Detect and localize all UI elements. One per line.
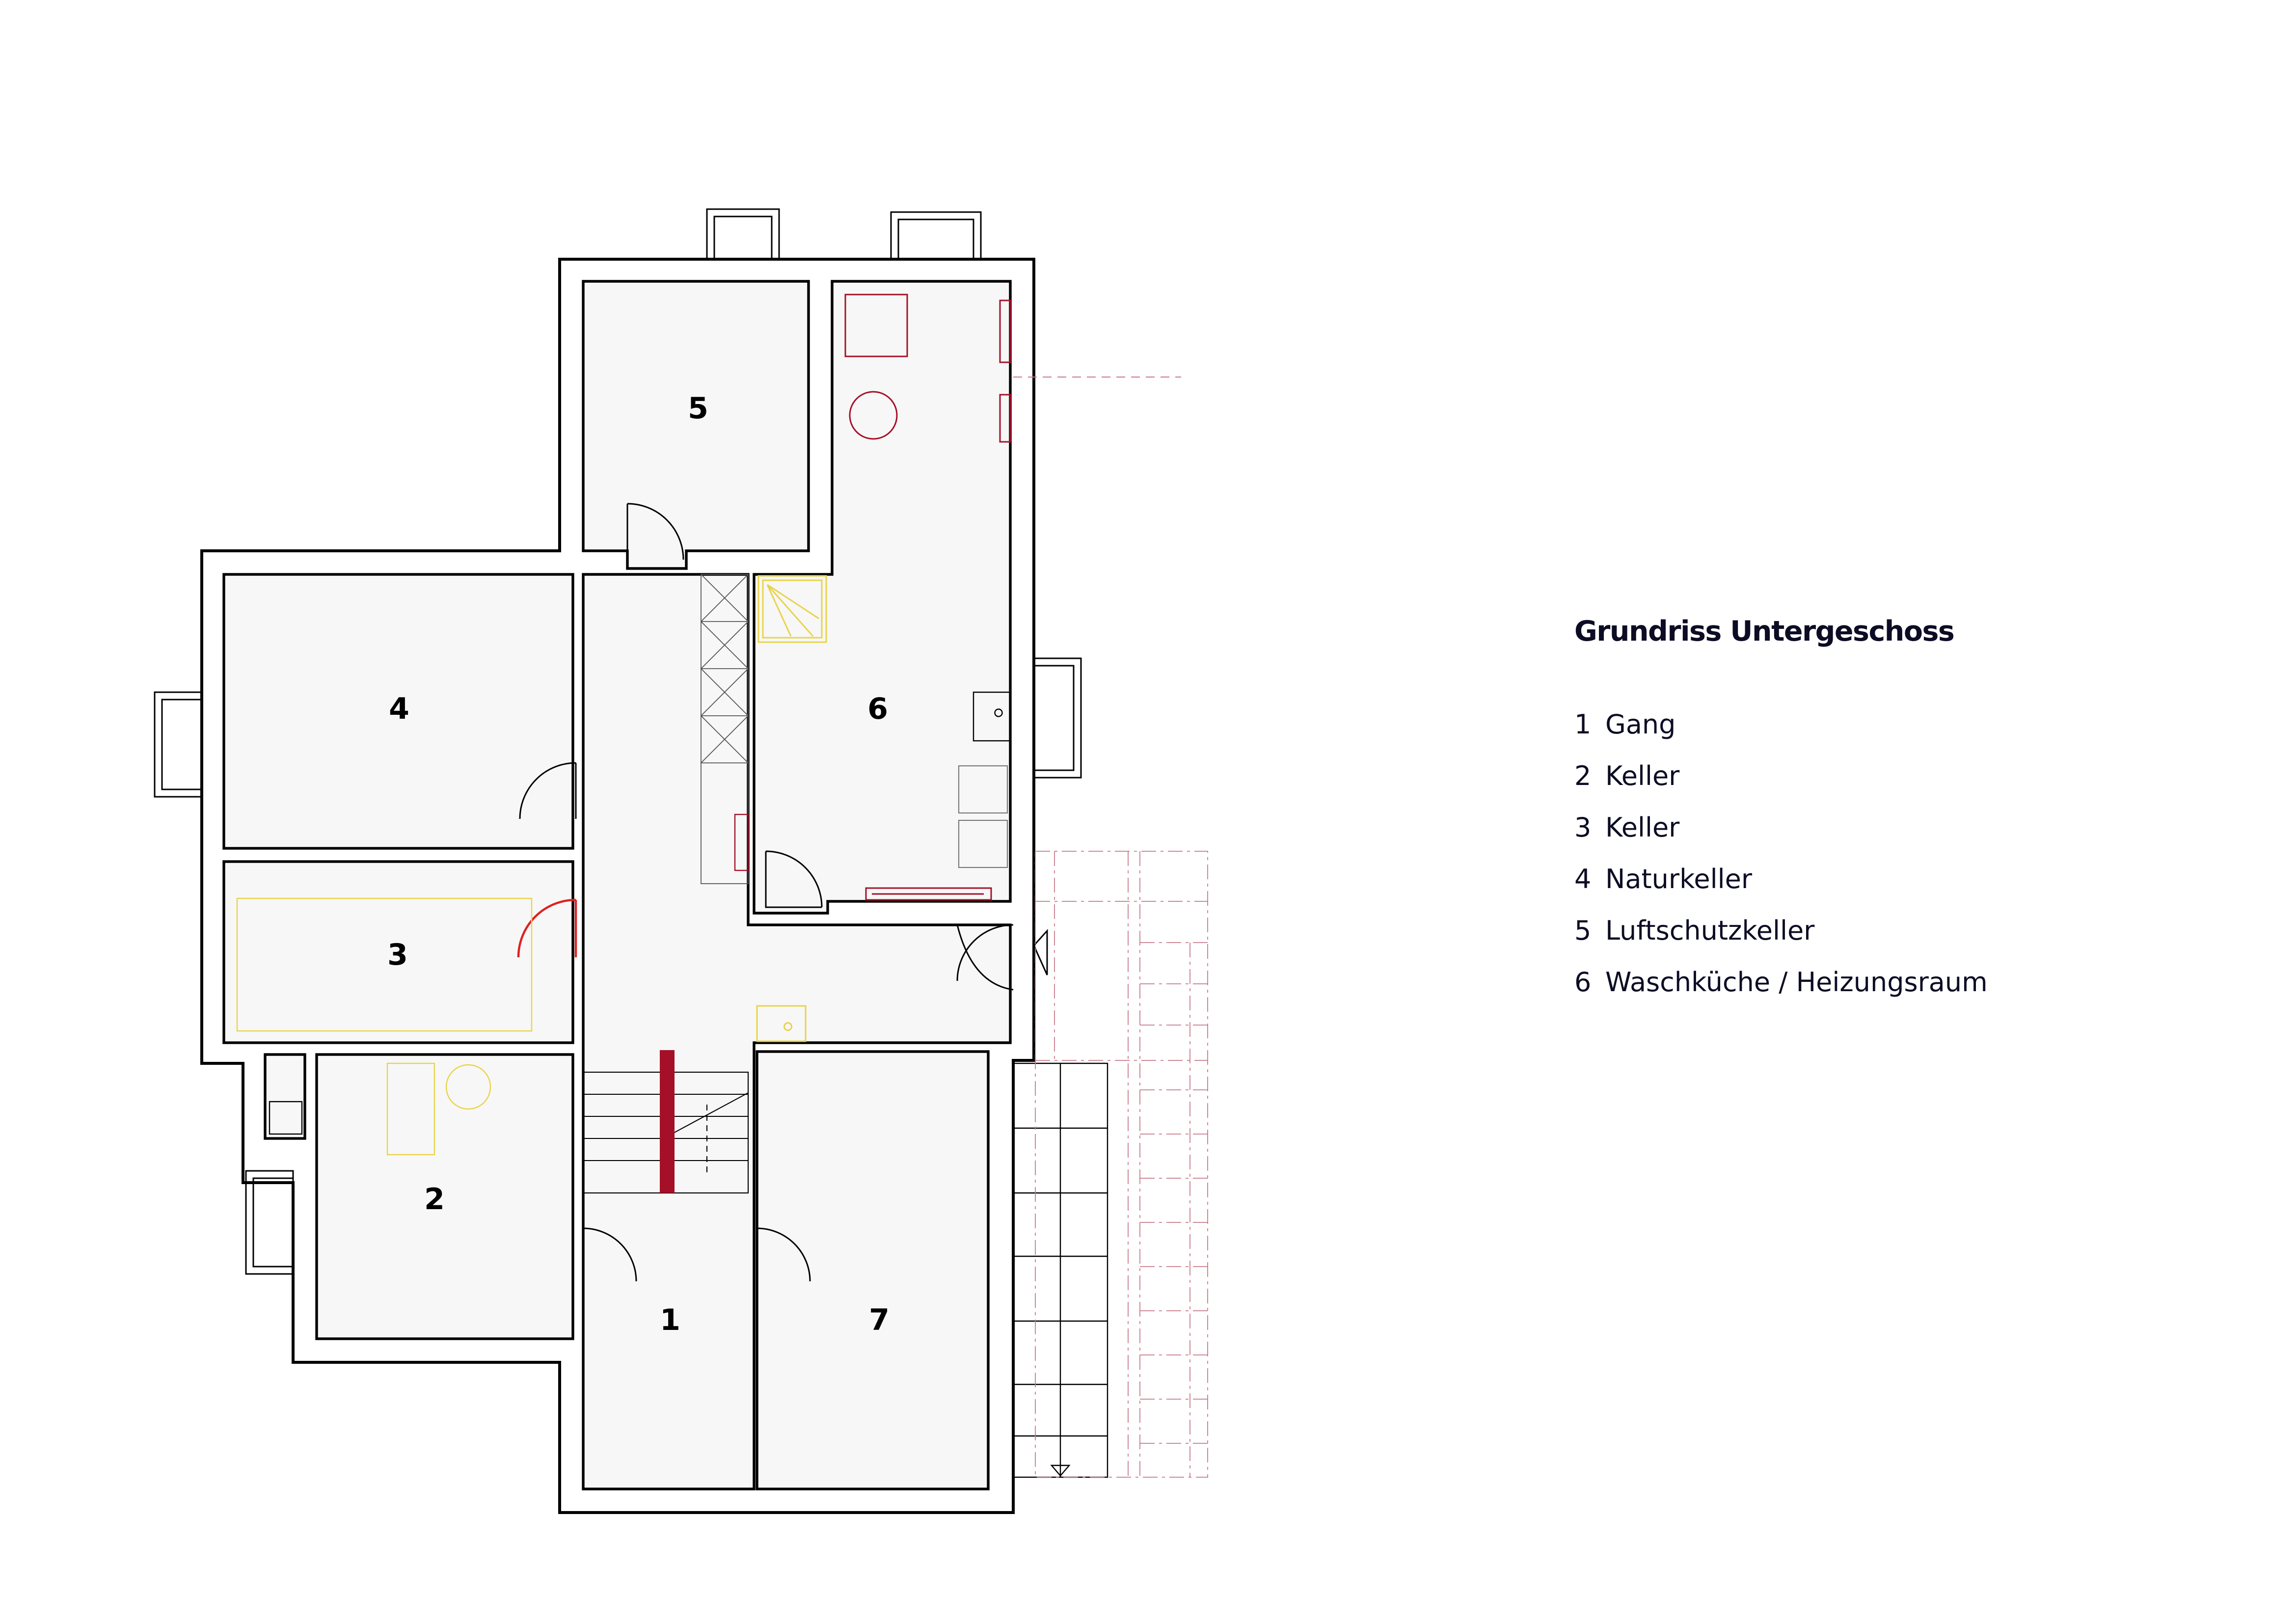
legend-item: 4 Naturkeller [1574, 865, 1988, 916]
stair-handrail [660, 1050, 675, 1193]
shelving [701, 574, 749, 884]
room-number-5: 5 [688, 391, 708, 426]
drawing-title: Grundriss Untergeschoss [1574, 616, 1955, 648]
room-number-3: 3 [387, 938, 408, 972]
heating-equipment [844, 294, 1011, 901]
window-wells [154, 208, 1082, 1275]
legend-num: 2 [1574, 761, 1592, 792]
door-swings [519, 503, 1048, 1282]
door-red [517, 898, 577, 958]
room-5 [582, 280, 810, 570]
legend-num: 3 [1574, 813, 1592, 844]
stove-niche [269, 1101, 303, 1135]
legend-item: 6 Waschküche / Heizungsraum [1574, 968, 1988, 1019]
tank-room-2 [386, 1062, 491, 1156]
room-2 [315, 1053, 574, 1340]
legend-num: 1 [1574, 710, 1592, 741]
legend-item: 5 Luftschutzkeller [1574, 916, 1988, 968]
legend-name: Luftschutzkeller [1605, 916, 1815, 947]
storage-rack-room-3 [236, 897, 533, 1032]
exterior-stairs [1012, 1062, 1108, 1478]
legend-num: 4 [1574, 865, 1592, 895]
sink [972, 691, 1011, 742]
legend-num: 5 [1574, 916, 1592, 947]
legend-num: 6 [1574, 968, 1592, 999]
room-number-7: 7 [869, 1303, 890, 1337]
legend-item: 3 Keller [1574, 813, 1988, 865]
niche [264, 1053, 306, 1140]
room-4 [222, 573, 574, 850]
room-number-1: 1 [660, 1303, 680, 1337]
legend-name: Waschküche / Heizungsraum [1605, 968, 1988, 999]
room-6 [753, 280, 1012, 915]
legend-item: 2 Keller [1574, 761, 1988, 813]
room-number-6: 6 [867, 692, 888, 726]
legend-name: Gang [1605, 710, 1676, 741]
room-7 [756, 1050, 990, 1490]
legend-item: 1 Gang [1574, 710, 1988, 761]
room-3 [222, 860, 574, 1044]
washing-machines [958, 765, 1008, 868]
shower [757, 575, 827, 643]
room-number-2: 2 [424, 1182, 445, 1217]
legend-name: Keller [1605, 761, 1680, 792]
fuse-box [734, 813, 749, 871]
room-number-4: 4 [389, 692, 409, 726]
legend-name: Naturkeller [1605, 865, 1753, 895]
pergola-dashed [1035, 851, 1208, 1478]
legend-name: Keller [1605, 813, 1680, 844]
utility-sink [756, 1005, 807, 1042]
